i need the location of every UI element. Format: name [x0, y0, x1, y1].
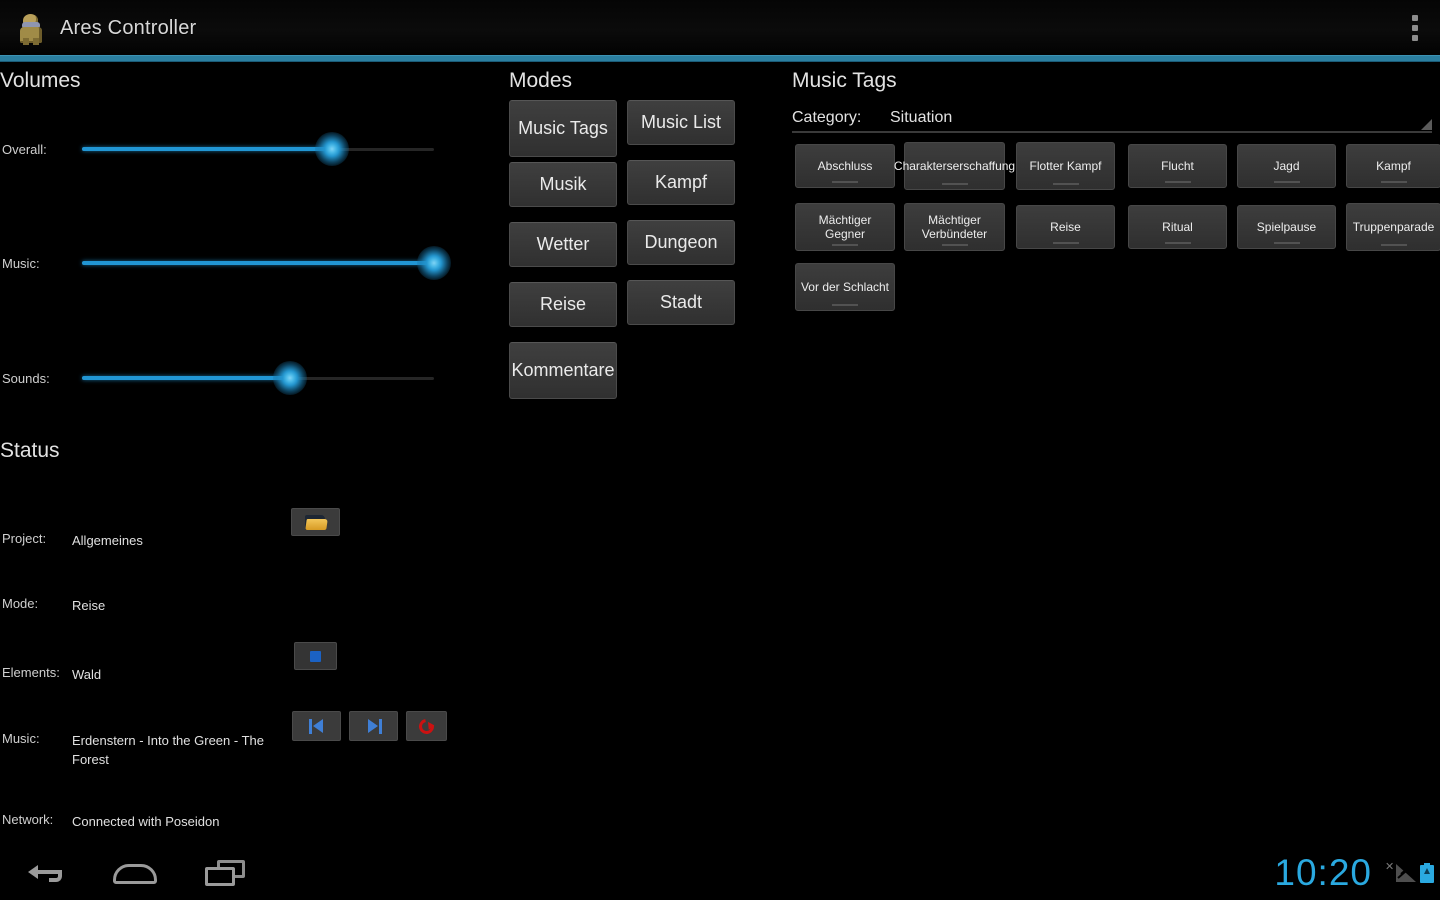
reload-icon — [416, 715, 437, 737]
status-label-mode: Mode: — [2, 596, 39, 611]
tag-button-maechtiger-verbuendeter[interactable]: Mächtiger Verbündeter — [904, 203, 1005, 251]
slider-sounds[interactable]: Sounds: — [0, 361, 492, 395]
status-label-elements: Elements: — [2, 665, 60, 680]
mode-button-dungeon[interactable]: Dungeon — [627, 220, 735, 265]
status-row-music: Music: Erdenstern - Into the Green - The… — [0, 731, 492, 769]
tag-button-jagd[interactable]: Jagd — [1237, 144, 1336, 188]
slider-music-track[interactable] — [82, 246, 451, 280]
mode-button-kampf[interactable]: Kampf — [627, 160, 735, 205]
tag-button-flotter-kampf[interactable]: Flotter Kampf — [1016, 142, 1115, 190]
chevron-down-icon[interactable] — [1421, 119, 1432, 130]
overflow-menu-icon[interactable] — [1412, 15, 1418, 41]
folder-open-icon — [304, 514, 328, 531]
tag-button-flucht[interactable]: Flucht — [1128, 144, 1227, 188]
tag-button-vor-der-schlacht[interactable]: Vor der Schlacht — [795, 263, 895, 311]
status-label-project: Project: — [2, 531, 47, 546]
slider-sounds-thumb[interactable] — [272, 361, 307, 395]
status-heading: Status — [0, 439, 60, 462]
warrior-avatar-icon — [14, 11, 48, 45]
recents-button[interactable] — [180, 845, 270, 900]
home-button[interactable] — [90, 845, 180, 900]
mode-button-wetter[interactable]: Wetter — [509, 222, 617, 267]
music-tags-panel: Music Tags Category: Situation Abschluss… — [788, 61, 1440, 845]
back-icon — [28, 863, 62, 883]
category-value: Situation — [890, 109, 953, 126]
app-title: Ares Controller — [60, 16, 197, 39]
tag-button-ritual[interactable]: Ritual — [1128, 205, 1227, 249]
project-folder-button[interactable] — [291, 508, 340, 536]
status-label-network: Network: — [2, 812, 54, 827]
category-label: Category: — [792, 109, 862, 126]
status-row-network: Network: Connected with Poseidon — [0, 812, 492, 831]
slider-sounds-label: Sounds: — [2, 370, 50, 386]
tag-button-spielpause[interactable]: Spielpause — [1237, 205, 1336, 249]
modes-panel: Modes Music Tags Music List Musik Kampf … — [500, 61, 780, 845]
home-icon — [113, 862, 157, 884]
mode-button-reise[interactable]: Reise — [509, 282, 617, 327]
system-nav-bar: 10:20 ✕ — [0, 845, 1440, 900]
slider-sounds-track[interactable] — [82, 361, 434, 395]
volumes-heading: Volumes — [0, 69, 81, 92]
status-value-project: Allgemeines — [72, 533, 143, 548]
slider-overall-label: Overall: — [2, 141, 47, 157]
status-row-elements: Elements: Wald — [0, 665, 492, 684]
tag-button-maechtiger-gegner[interactable]: Mächtiger Gegner — [795, 203, 895, 251]
slider-music-label: Music: — [2, 255, 40, 271]
mode-button-music-list[interactable]: Music List — [627, 100, 735, 145]
skip-previous-icon — [308, 718, 325, 734]
category-spinner[interactable]: Category: Situation — [792, 105, 1432, 135]
tag-button-charakterserschaffung[interactable]: Charakterserschaffung — [894, 142, 1015, 190]
media-previous-button[interactable] — [292, 711, 341, 741]
tag-button-truppenparade[interactable]: Truppenparade — [1346, 203, 1440, 251]
status-value-music: Erdenstern - Into the Green - The Forest — [72, 733, 264, 767]
recents-icon — [205, 859, 245, 886]
status-clock: 10:20 — [1274, 851, 1372, 893]
media-next-button[interactable] — [349, 711, 398, 741]
signal-no-service-icon: ✕ — [1385, 861, 1416, 882]
status-value-elements: Wald — [72, 667, 102, 682]
system-status-icons: ✕ — [1385, 858, 1434, 888]
modes-heading: Modes — [509, 69, 573, 92]
category-underline — [792, 131, 1432, 133]
status-row-project: Project: Allgemeines — [0, 531, 492, 550]
slider-music[interactable]: Music: — [0, 246, 492, 280]
slider-overall-track[interactable] — [82, 132, 434, 166]
status-value-mode: Reise — [72, 598, 106, 613]
skip-next-icon — [366, 718, 382, 734]
battery-charging-icon — [1420, 862, 1434, 883]
blue-square-icon — [310, 650, 321, 662]
media-reload-button[interactable] — [406, 711, 447, 741]
music-tags-heading: Music Tags — [792, 69, 897, 92]
status-label-music: Music: — [2, 731, 40, 746]
tag-button-kampf[interactable]: Kampf — [1346, 144, 1440, 188]
back-button[interactable] — [0, 845, 90, 900]
mode-button-kommentare[interactable]: Kommentare — [509, 342, 617, 399]
header-divider — [0, 56, 1440, 61]
status-value-network: Connected with Poseidon — [72, 814, 220, 829]
mode-button-stadt[interactable]: Stadt — [627, 280, 735, 325]
volumes-and-status-panel: Volumes Overall: Music: Sounds: — [0, 61, 492, 845]
slider-overall-thumb[interactable] — [314, 132, 349, 166]
mode-button-musik[interactable]: Musik — [509, 162, 617, 207]
tag-button-abschluss[interactable]: Abschluss — [795, 144, 895, 188]
slider-overall[interactable]: Overall: — [0, 132, 492, 166]
title-bar: Ares Controller — [0, 0, 1440, 56]
mode-button-music-tags[interactable]: Music Tags — [509, 100, 617, 157]
status-row-mode: Mode: Reise — [0, 596, 492, 615]
elements-button[interactable] — [294, 642, 337, 670]
slider-music-thumb[interactable] — [417, 246, 451, 280]
tag-button-reise[interactable]: Reise — [1016, 205, 1115, 249]
